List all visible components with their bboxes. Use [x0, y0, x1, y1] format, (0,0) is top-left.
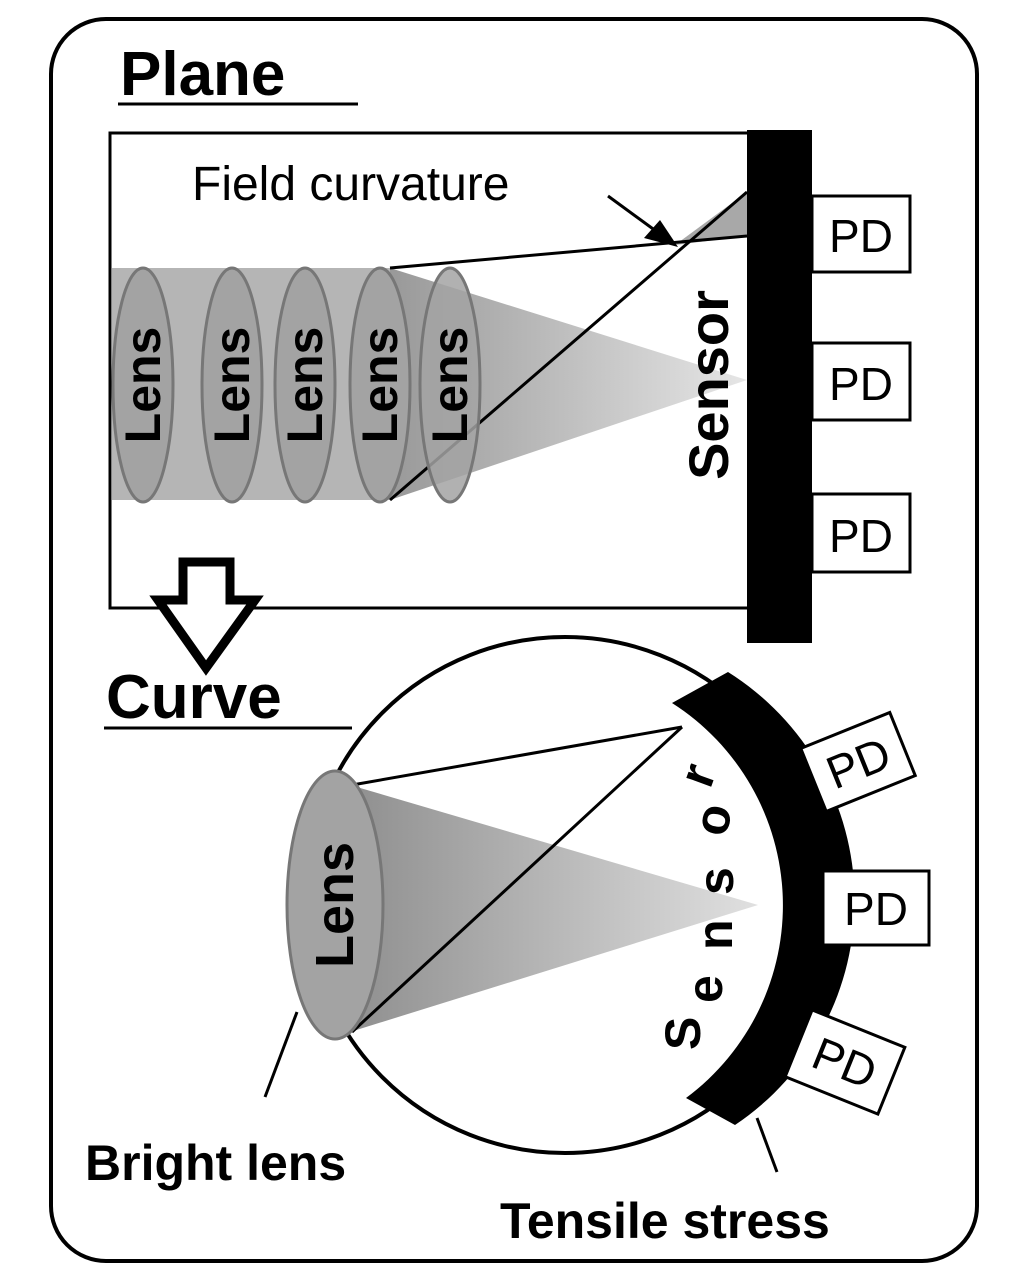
lens-2: Lens: [200, 266, 264, 504]
flat-sensor: [747, 130, 812, 643]
curve-lens: Lens: [285, 769, 385, 1041]
sensor-letter: s: [688, 867, 744, 895]
lens-label: Lens: [204, 327, 260, 444]
bright-lens-label: Bright lens: [85, 1135, 346, 1191]
lens-stack: Lens Lens Lens Lens Lens: [111, 266, 482, 504]
curve-pd-2: PD: [821, 869, 931, 947]
pd-2: PD: [810, 341, 912, 422]
sensor-letter: r: [668, 756, 727, 793]
tensile-stress-label: Tensile stress: [500, 1193, 830, 1249]
curve-focus-cone: [350, 785, 758, 1032]
curve-beam-diagonal: [350, 725, 684, 1034]
lens-label: Lens: [277, 327, 333, 444]
off-axis-cone: [675, 192, 747, 245]
lens-4: Lens: [348, 266, 412, 504]
pd-label: PD: [829, 510, 893, 562]
sensor-letter: S: [655, 1017, 711, 1050]
curve-beam-top: [351, 725, 683, 787]
sensor-letter: e: [677, 975, 733, 1003]
sensor-letter: n: [687, 919, 743, 950]
plane-title: Plane: [120, 40, 285, 109]
curve-section: Curve Lens S e n s o r PD PD PD: [85, 635, 931, 1249]
sensor-label: Sensor: [677, 290, 740, 480]
lens-3: Lens: [273, 266, 337, 504]
lens-label: Lens: [115, 327, 171, 444]
lens-label: Lens: [352, 327, 408, 444]
beam-top-edge: [389, 234, 748, 270]
sensor-letter: o: [682, 799, 743, 841]
focus-cone: [390, 268, 747, 500]
pd-1: PD: [810, 194, 912, 274]
lens-1: Lens: [111, 266, 175, 504]
curve-title: Curve: [106, 663, 282, 732]
pd-label: PD: [844, 883, 908, 935]
arrowhead-icon: [644, 220, 678, 247]
tensile-stress-leader: [755, 1117, 779, 1173]
field-curvature-label: Field curvature: [192, 158, 509, 211]
lens-label: Lens: [422, 327, 478, 444]
plane-section: Plane Lens Lens Lens Lens Lens Field cur…: [108, 40, 912, 643]
pd-3: PD: [810, 492, 912, 574]
lens-label: Lens: [305, 842, 365, 968]
pd-label: PD: [829, 358, 893, 410]
curve-pd-1: PD: [798, 710, 918, 814]
field-curvature-arrow: [607, 194, 661, 236]
bright-lens-leader: [263, 1011, 299, 1098]
pd-label: PD: [829, 210, 893, 262]
outer-frame: [49, 17, 979, 1263]
lens-5: Lens: [418, 266, 482, 504]
down-arrow-icon: [149, 557, 264, 676]
curve-pd-3: PD: [783, 1007, 907, 1117]
curved-sensor: [672, 672, 855, 1125]
